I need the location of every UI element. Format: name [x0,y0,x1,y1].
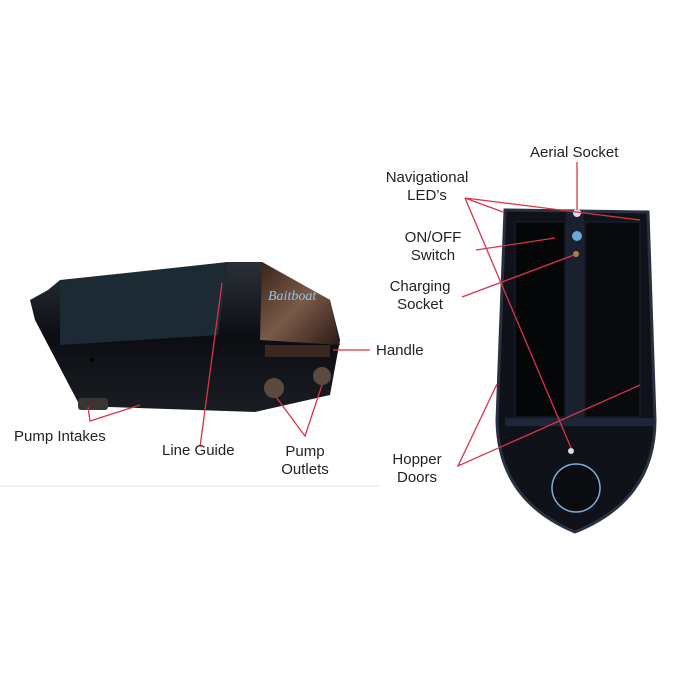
side-view-boat: Baitboat [30,262,340,412]
label-line: Socket [397,296,443,313]
label-hopper-doors: Hopper Doors [388,451,446,487]
label-aerial-socket: Aerial Socket [530,144,619,161]
aerial-socket [573,209,581,217]
pump-outlet-left [264,378,284,398]
label-pump-intakes: Pump Intakes [14,428,106,445]
label-navigational-leds: Navigational LED’s [380,169,474,205]
charging-socket [573,251,579,257]
line-guide-line [199,282,223,448]
label-line: ON/OFF [404,229,462,246]
label-line: LED’s [407,187,447,204]
label-charging-socket: Charging Socket [386,278,454,314]
navigational-led [568,448,574,454]
charging-line [461,254,575,298]
label-pump-outlets: Pump Outlets [278,443,332,479]
label-line: Charging [389,278,451,295]
label-line: Navigational [385,169,469,186]
stern-panel [260,262,340,345]
label-line: Hopper [392,451,442,468]
nav-leds-line-b [464,197,572,449]
label-line: Doors [396,469,437,486]
pump-intakes-line [87,404,141,422]
handle [265,345,330,357]
on-off-line [475,237,556,251]
label-line: Pump [285,443,325,460]
pump-outlets-line [275,384,323,438]
pump-intake [78,398,108,410]
on-off-switch [572,231,582,241]
logo-badge [551,463,601,513]
label-on-off-switch: ON/OFF Switch [402,229,464,265]
leader-lines [87,162,641,468]
hopper-doors-line [456,383,641,468]
label-line-guide: Line Guide [162,442,235,459]
label-handle: Handle [376,342,424,359]
top-view-boat [495,208,657,534]
label-line: Switch [410,247,456,264]
logo-text: Baitboat [268,289,317,304]
label-line: Outlets [281,461,329,478]
pump-outlet-right [313,367,331,385]
